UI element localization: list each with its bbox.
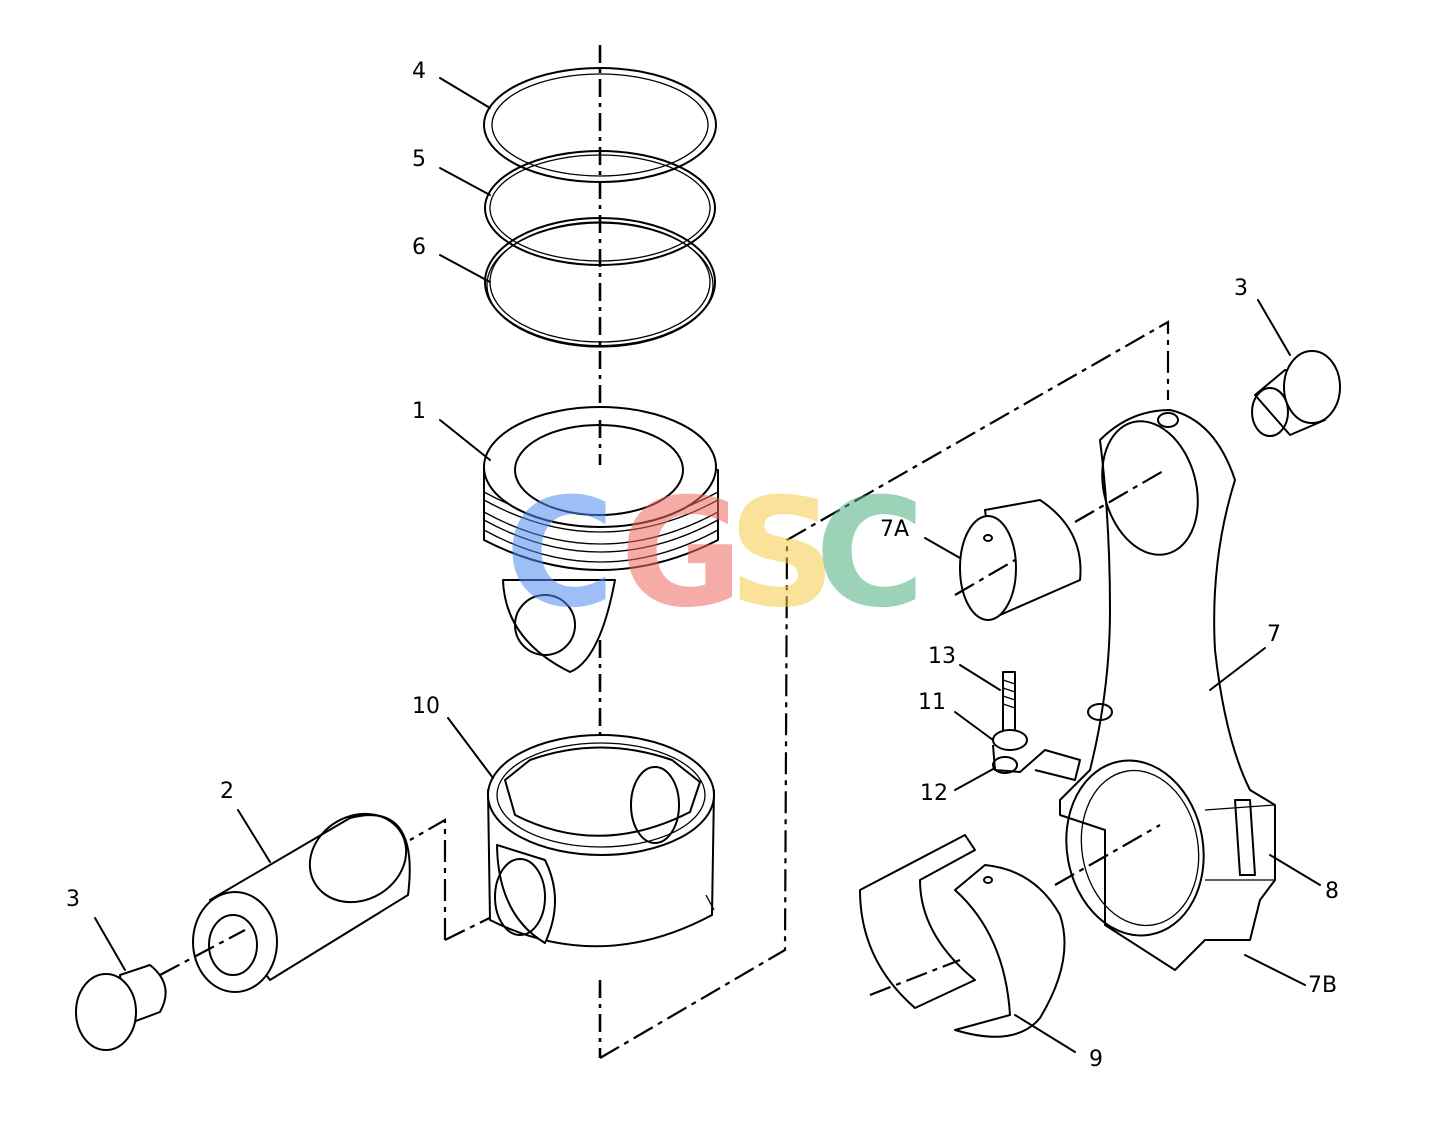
callout-13: 13 [928,644,956,669]
watermark-letter: C [815,467,925,641]
ring-6 [484,217,716,348]
retainer-left [75,964,167,1051]
bushing-7a [954,499,1082,621]
watermark-letter: C [505,467,615,641]
callout-7a: 7A [880,517,909,542]
callout-9: 9 [1089,1047,1103,1072]
pin-bore-path [409,818,447,940]
callout-6: 6 [412,235,426,260]
piston-pin [159,812,411,993]
callout-11: 11 [918,690,946,715]
watermark-letter: S [728,467,836,641]
piston-skirt [487,734,715,948]
connecting-rod [1054,409,1276,971]
assembly-path-frame [599,320,1170,1059]
callout-1: 1 [412,399,426,424]
watermark-letter: G [620,467,743,641]
leader-lines [94,77,1321,1053]
callout-7b: 7B [1308,973,1337,998]
piston-crown [483,406,719,673]
ring-4 [483,67,717,183]
callout-10: 10 [412,694,440,719]
callout-8: 8 [1325,879,1339,904]
callout-5: 5 [412,147,426,172]
bearing-halves [859,834,1066,1038]
callout-2: 2 [220,779,234,804]
callout-7: 7 [1267,622,1281,647]
callout-4: 4 [412,59,426,84]
retainer-right [1251,350,1341,437]
bolt-assembly [992,671,1081,781]
callout-3-right: 3 [1234,276,1248,301]
watermark-logo: C G S C [505,467,925,641]
ring-5 [484,150,716,266]
callout-12: 12 [920,781,948,806]
callout-3-left: 3 [66,887,80,912]
